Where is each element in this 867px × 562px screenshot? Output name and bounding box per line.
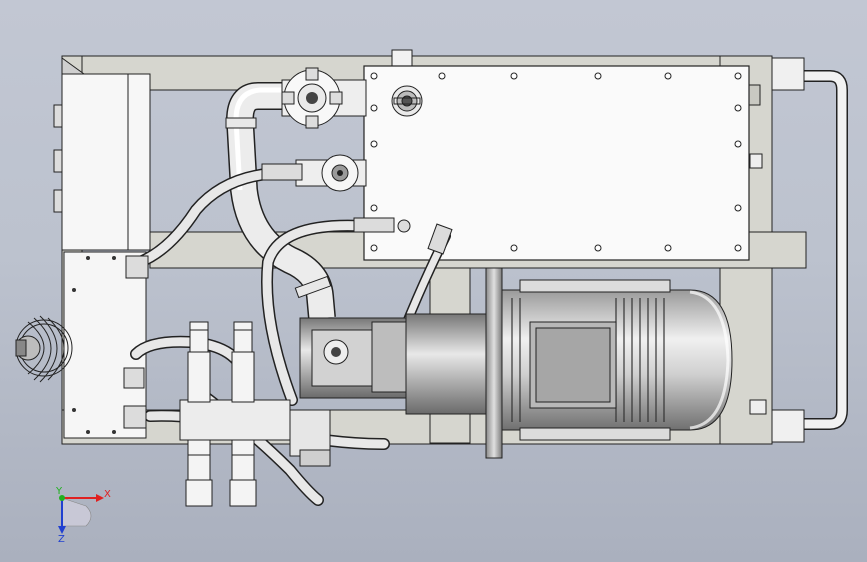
suction-pipe[interactable] [225,82,336,320]
hose-fittings [123,163,453,429]
oil-cooler[interactable] [15,251,147,439]
z-axis-label: Z [58,534,65,545]
gear-pump[interactable] [299,317,409,399]
coordinate-triad: X Y Z [55,486,111,545]
oil-tank-cover[interactable] [363,49,750,261]
return-filter[interactable] [295,154,367,192]
valve-manifold[interactable] [179,321,331,507]
suction-filter[interactable] [281,67,367,129]
y-axis-label: Y [55,486,63,497]
breather-cap[interactable] [391,85,423,117]
y-axis [59,495,65,501]
electrical-cabinet[interactable] [53,57,151,251]
x-axis-label: X [104,489,111,500]
electric-motor[interactable] [405,267,733,459]
return-pipe[interactable] [749,57,848,443]
